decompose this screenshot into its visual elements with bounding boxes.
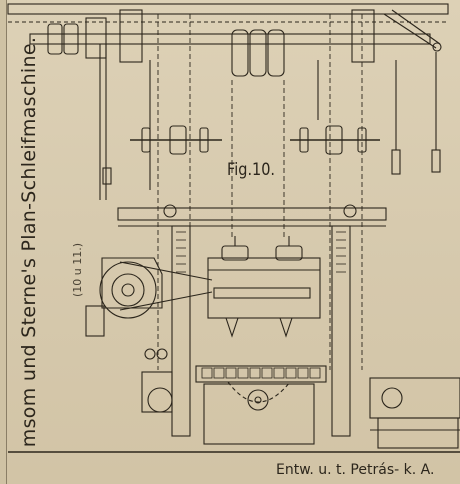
- side-bracket: [85, 305, 105, 337]
- feed-gear-box: [141, 371, 173, 413]
- lever-knob: [432, 42, 442, 52]
- grinding-wheel-right: [279, 317, 293, 338]
- top-frame-bar: [7, 3, 449, 15]
- left-margin-rule: [0, 0, 7, 484]
- work-table: [195, 365, 327, 383]
- pulley-center-3: [267, 29, 285, 77]
- grinding-wheel-left: [225, 317, 239, 338]
- hanging-weight-mid: [391, 149, 401, 175]
- main-pulley: [99, 261, 157, 319]
- side-view-table: [369, 377, 460, 419]
- plate-title: msom und Sterne's Plan-Schleifmaschine.: [18, 36, 40, 448]
- bracket-left: [119, 9, 143, 63]
- table-handwheel: [247, 389, 269, 411]
- grinding-head-housing: [207, 257, 321, 319]
- bottom-caption: Entw. u. t. Petrás- k. A.: [276, 462, 435, 478]
- machine-base: [203, 383, 315, 445]
- hanging-weight-right: [431, 149, 441, 173]
- bracket-right: [351, 9, 375, 63]
- pulley-center-1: [231, 29, 249, 77]
- pulley-left-1: [47, 23, 63, 55]
- belt-shifter-lever: [383, 13, 437, 49]
- pulley-left-3: [85, 17, 107, 59]
- figure-label: Fig.10.: [227, 160, 276, 180]
- column-left: [171, 225, 191, 437]
- handwheel-left: [147, 387, 173, 413]
- column-right: [331, 225, 351, 437]
- crosshead-beam: [117, 207, 387, 221]
- hanging-weight-left: [102, 167, 112, 185]
- top-drive-shaft: [29, 33, 431, 45]
- plate-subtitle: (10 u 11.): [71, 242, 84, 298]
- pulley-left-2: [63, 23, 79, 55]
- pulley-center-2: [249, 29, 267, 77]
